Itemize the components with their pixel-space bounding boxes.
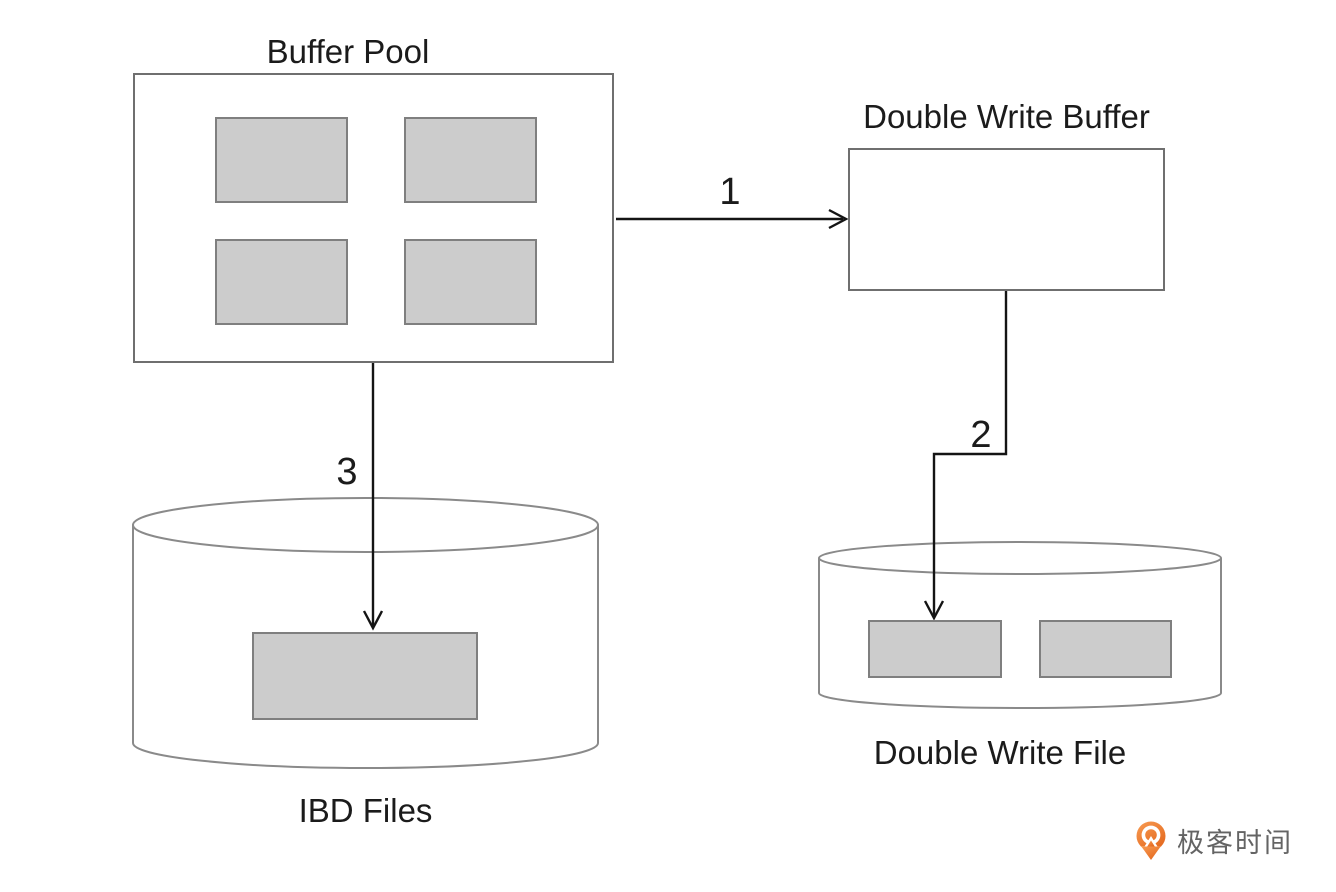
double-write-file-page [868, 620, 1002, 678]
buffer-pool-page [404, 239, 537, 325]
ibd-files-title: IBD Files [298, 792, 433, 829]
buffer-pool-box [133, 73, 614, 363]
buffer-pool-title: Buffer Pool [266, 33, 430, 70]
arrow-step-3 [362, 363, 384, 631]
double-write-buffer-box [848, 148, 1165, 291]
step-2-label: 2 [970, 414, 992, 456]
step-1-label: 1 [719, 171, 741, 213]
geektime-logo-text: 极客时间 [1177, 828, 1293, 858]
buffer-pool-page [215, 239, 348, 325]
buffer-pool-page [404, 117, 537, 203]
double-write-file-title: Double Write File [873, 734, 1127, 771]
double-write-file-page [1039, 620, 1172, 678]
ibd-file-page [252, 632, 478, 720]
geektime-pin-icon [1136, 821, 1166, 860]
buffer-pool-page [215, 117, 348, 203]
arrow-step-2 [923, 291, 1008, 621]
double-write-buffer-title: Double Write Buffer [863, 98, 1150, 135]
arrow-step-1 [616, 208, 849, 230]
geektime-logo: 极客时间 [1136, 821, 1293, 860]
step-3-label: 3 [336, 451, 358, 493]
